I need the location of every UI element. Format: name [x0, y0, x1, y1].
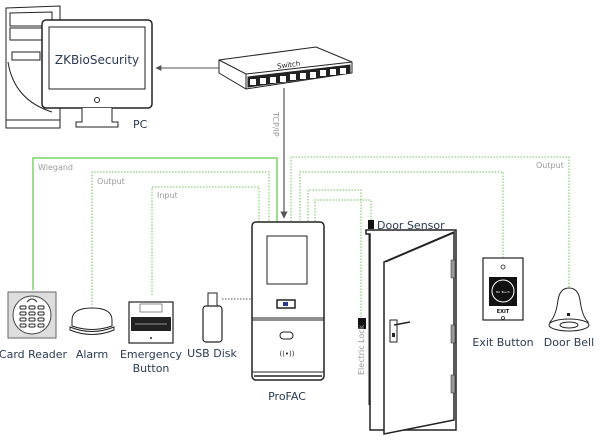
alarm: Alarm: [69, 307, 115, 361]
door: Door Sensor Electric Lock: [357, 219, 457, 435]
keypad-icon: [19, 305, 45, 328]
exit-button-label: Exit Button: [472, 336, 533, 349]
wires: [32, 65, 570, 320]
wiegand-label: Wiegand: [38, 163, 73, 172]
tcpip-label: TCP/IP: [271, 111, 280, 137]
input-label: Input: [157, 191, 178, 200]
rfid-icon: ((•)): [279, 350, 294, 358]
wire-wiegand: [32, 157, 278, 290]
exit-button: No Touch EXIT Exit Button: [472, 257, 534, 349]
profac-device: ((•)) ProFAC: [251, 221, 325, 403]
door-sensor-icon: [368, 220, 374, 229]
electric-lock-icon: [358, 318, 366, 329]
exit-touch-text: No Touch: [496, 290, 510, 294]
door-bell: Door Bell: [544, 287, 594, 349]
alarm-icon: [71, 307, 113, 330]
door-sensor-label: Door Sensor: [377, 219, 445, 232]
switch-ports: [250, 68, 346, 85]
wire-doorbell-output: [290, 156, 570, 290]
pc: ZKBioSecurity PC: [5, 5, 153, 131]
emergency-button: Emergency Button: [120, 301, 183, 375]
wire-emergency-input: [151, 186, 260, 295]
electric-lock-label: Electric Lock: [357, 324, 366, 375]
wire-alarm-output: [91, 171, 270, 305]
wire-door-sensor: [314, 199, 372, 222]
alarm-label: Alarm: [76, 348, 108, 361]
usb-disk-icon: [202, 292, 223, 343]
profac-sensor-icon: [279, 331, 294, 340]
emergency-button-label-line1: Emergency: [120, 348, 183, 361]
profac-label: ProFAC: [268, 390, 306, 403]
wire-exit-button: [299, 171, 504, 258]
card-reader: Card Reader: [0, 291, 68, 361]
door-bell-label: Door Bell: [544, 336, 594, 349]
monitor-icon: [41, 19, 153, 128]
pc-label: PC: [133, 118, 148, 131]
switch-label: Switch: [277, 60, 301, 71]
usb-disk-label: USB Disk: [187, 347, 237, 360]
card-reader-label: Card Reader: [0, 348, 68, 361]
wire-electric-lock: [307, 189, 362, 320]
emergency-button-label-line2: Button: [133, 362, 170, 375]
alarm-output-label: Output: [97, 177, 125, 186]
door-handle-icon: [389, 319, 411, 343]
switch: Switch: [218, 46, 353, 90]
doorbell-output-label: Output: [536, 161, 564, 170]
exit-panel-text: EXIT: [497, 309, 510, 315]
usb-disk: USB Disk: [187, 292, 237, 360]
pc-screen-text: ZKBioSecurity: [55, 53, 139, 67]
